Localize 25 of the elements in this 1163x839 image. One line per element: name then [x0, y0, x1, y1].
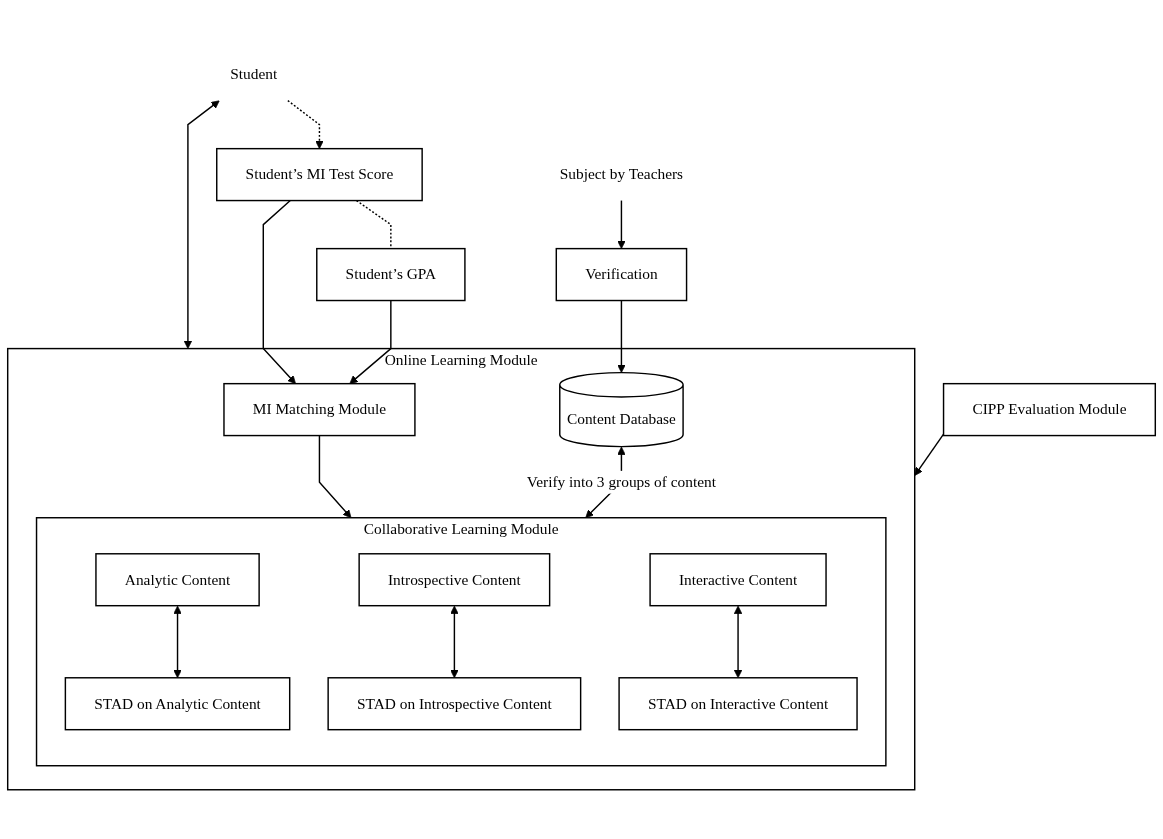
node-box: Verification — [555, 248, 688, 302]
node-text: Subject by Teachers — [559, 166, 684, 183]
node-box: STAD on Analytic Content — [64, 677, 291, 731]
arrow — [450, 605, 459, 679]
arrow — [617, 200, 626, 250]
edge-label: Verify into 3 groups of content — [526, 473, 717, 491]
node-box: MI Matching Module — [223, 383, 416, 437]
node-box: Analytic Content — [95, 553, 260, 607]
node-box: Student’s GPA — [316, 248, 466, 302]
node-box: Student’s MI Test Score — [216, 148, 423, 202]
node-box: Introspective Content — [358, 553, 551, 607]
arrow — [318, 435, 352, 519]
arrow — [617, 300, 626, 374]
arrow — [262, 200, 296, 385]
arrow — [914, 433, 945, 477]
arrow — [287, 100, 324, 150]
arrow — [173, 605, 182, 679]
node-text: Student — [230, 66, 278, 83]
node-box: STAD on Introspective Content — [327, 677, 582, 731]
arrow — [183, 100, 220, 350]
node-box: CIPP Evaluation Module — [942, 383, 1156, 437]
node-box: STAD on Interactive Content — [618, 677, 858, 731]
node-box: Interactive Content — [649, 553, 827, 607]
arrow — [349, 300, 392, 385]
arrow — [733, 605, 743, 679]
